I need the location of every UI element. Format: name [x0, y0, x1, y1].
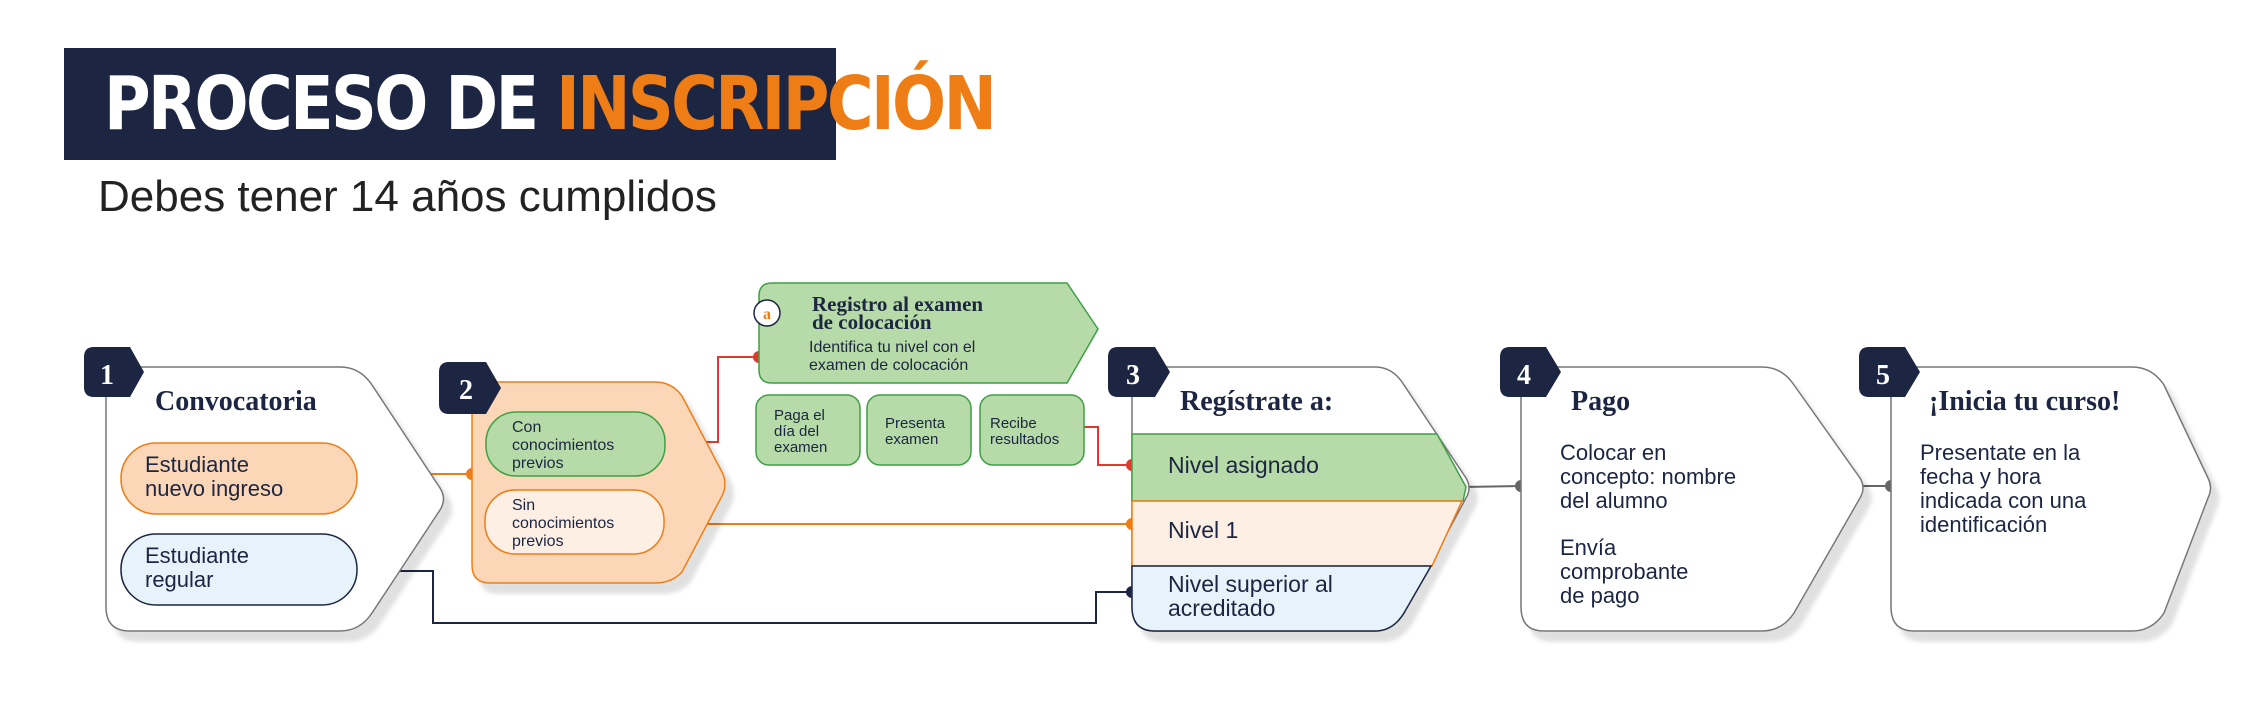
start-course-line-4: identificación — [1920, 512, 2047, 537]
exam-registration: a Registro al examen de colocación Ident… — [753, 282, 1099, 466]
exam-substep-pay-line-2: día del — [774, 423, 819, 440]
payment-instructions-line-2: concepto: nombre — [1560, 464, 1736, 489]
payment-proof: Envía comprobante de pago — [1560, 535, 1695, 608]
exam-substep-results-line-1: Recibe — [990, 415, 1037, 432]
connector-regular-to-advanced — [356, 570, 1132, 624]
option-without-knowledge-label: Sin conocimientos previos — [512, 497, 619, 550]
exam-description-line-1: Identifica tu nivel con el — [809, 339, 975, 356]
option-with-knowledge-line-2: conocimientos — [512, 437, 614, 454]
option-with-knowledge-pill — [485, 411, 666, 477]
exam-substep-take-line-2: examen — [885, 431, 938, 448]
connector-step3-to-step4 — [1462, 485, 1522, 488]
option-regular-student-label: Estudiante regular — [145, 543, 255, 592]
option-with-knowledge: Con conocimientos previos — [485, 411, 666, 477]
page-title: PROCESO DE INSCRIPCIÓN — [104, 61, 997, 147]
page-subtitle: Debes tener 14 años cumplidos — [98, 172, 717, 221]
start-course-instructions: Presentate en la fecha y hora indicada c… — [1920, 440, 2092, 537]
exam-substep-results-label: Recibe resultados — [990, 415, 1059, 448]
exam-description-line-2: examen de colocación — [809, 357, 968, 374]
level-advanced-label: Nivel superior al acreditado — [1168, 571, 1339, 621]
option-without-knowledge-line-2: conocimientos — [512, 515, 614, 532]
exam-substep-pay-line-3: examen — [774, 439, 827, 456]
exam-description: Identifica tu nivel con el examen de col… — [809, 339, 980, 374]
step-2-number: 2 — [459, 375, 473, 406]
step-2-badge — [439, 362, 501, 414]
exam-substep-pay-line-1: Paga el — [774, 407, 825, 424]
payment-instructions-line-1: Colocar en — [1560, 440, 1666, 465]
option-without-knowledge-pill — [484, 489, 665, 555]
exam-substep-results-box — [979, 394, 1085, 466]
payment-proof-line-3: de pago — [1560, 583, 1640, 608]
option-new-student-line-2: nuevo ingreso — [145, 476, 283, 501]
option-new-student-line-1: Estudiante — [145, 452, 249, 477]
step-5-number: 5 — [1876, 360, 1890, 391]
exam-substep-results-line-2: resultados — [990, 431, 1059, 448]
option-regular-student: Estudiante regular — [120, 533, 358, 606]
level-advanced-line-1: Nivel superior al — [1168, 571, 1333, 597]
exam-substep-pay-box — [755, 394, 861, 466]
step-1-number: 1 — [100, 360, 114, 391]
exam-card — [758, 282, 1099, 384]
exam-title: Registro al examen de colocación — [812, 292, 988, 334]
exam-substep-results: Recibe resultados — [979, 394, 1085, 466]
exam-substep-pay: Paga el día del examen — [755, 394, 861, 466]
payment-instructions: Colocar en concepto: nombre del alumno — [1560, 440, 1742, 513]
step-4-title: Pago — [1571, 386, 1630, 417]
step-4-payment: 4 Pago Colocar en concepto: nombre del a… — [1500, 347, 1864, 632]
start-course-line-2: fecha y hora — [1920, 464, 2042, 489]
option-without-knowledge: Sin conocimientos previos — [484, 489, 665, 555]
exam-marker: a — [763, 306, 771, 323]
level-1-line-1: Nivel 1 — [1168, 517, 1238, 543]
level-advanced-line-2: acreditado — [1168, 595, 1275, 621]
option-with-knowledge-label: Con conocimientos previos — [512, 419, 619, 472]
option-without-knowledge-line-3: previos — [512, 533, 564, 550]
option-new-student-label: Estudiante nuevo ingreso — [145, 452, 283, 501]
title-part-1: PROCESO DE — [104, 61, 557, 147]
option-without-knowledge-line-1: Sin — [512, 497, 535, 514]
step-5-start-course: 5 ¡Inicia tu curso! Presentate en la fec… — [1859, 347, 2212, 632]
title-banner: PROCESO DE INSCRIPCIÓN — [64, 48, 997, 160]
step-1-badge — [84, 347, 144, 397]
level-1-band — [1131, 500, 1464, 567]
option-new-student: Estudiante nuevo ingreso — [120, 442, 358, 515]
step-5-badge — [1859, 347, 1920, 397]
level-advanced-band — [1131, 565, 1433, 632]
exam-substep-pay-label: Paga el día del examen — [774, 407, 829, 456]
start-course-line-3: indicada con una — [1920, 488, 2087, 513]
step-4-number: 4 — [1517, 360, 1531, 391]
payment-proof-line-2: comprobante — [1560, 559, 1688, 584]
option-regular-student-line-1: Estudiante — [145, 543, 249, 568]
exam-title-line-1: Registro al examen — [812, 292, 983, 316]
exam-substep-take: Presenta examen — [866, 394, 972, 466]
start-course-line-1: Presentate en la — [1920, 440, 2081, 465]
level-assigned-line-1: Nivel asignado — [1168, 452, 1319, 478]
step-3-title: Regístrate a: — [1180, 386, 1333, 417]
exam-marker-badge — [753, 299, 781, 327]
option-regular-student-line-2: regular — [145, 567, 213, 592]
step-5-title: ¡Inicia tu curso! — [1929, 386, 2120, 417]
level-assigned-band — [1131, 433, 1467, 502]
step-3-number: 3 — [1126, 360, 1140, 391]
exam-title-line-2: de colocación — [812, 310, 932, 334]
exam-substep-take-label: Presenta examen — [885, 415, 949, 448]
title-part-2: INSCRIPCIÓN — [556, 61, 997, 147]
option-regular-student-pill — [120, 533, 358, 606]
step-1-convocatoria: 1 Convocatoria Estudiante nuevo ingreso … — [84, 347, 445, 632]
connector-results-to-level — [1075, 426, 1132, 466]
option-with-knowledge-line-1: Con — [512, 419, 541, 436]
level-1-label: Nivel 1 — [1168, 517, 1238, 543]
step-1-title: Convocatoria — [155, 386, 317, 417]
step-2-knowledge: 2 Con conocimientos previos Sin conocimi… — [439, 362, 726, 584]
option-new-student-pill — [120, 442, 358, 515]
payment-proof-line-1: Envía — [1560, 535, 1617, 560]
exam-substep-take-box — [866, 394, 972, 466]
level-assigned-label: Nivel asignado — [1168, 452, 1319, 478]
option-with-knowledge-line-3: previos — [512, 455, 564, 472]
payment-instructions-line-3: del alumno — [1560, 488, 1668, 513]
step-4-badge — [1500, 347, 1561, 397]
step-3-badge — [1108, 347, 1170, 397]
exam-substep-take-line-1: Presenta — [885, 415, 946, 432]
step-3-register: 3 Regístrate a: Nivel asignado Nivel 1 N… — [1108, 347, 1470, 632]
